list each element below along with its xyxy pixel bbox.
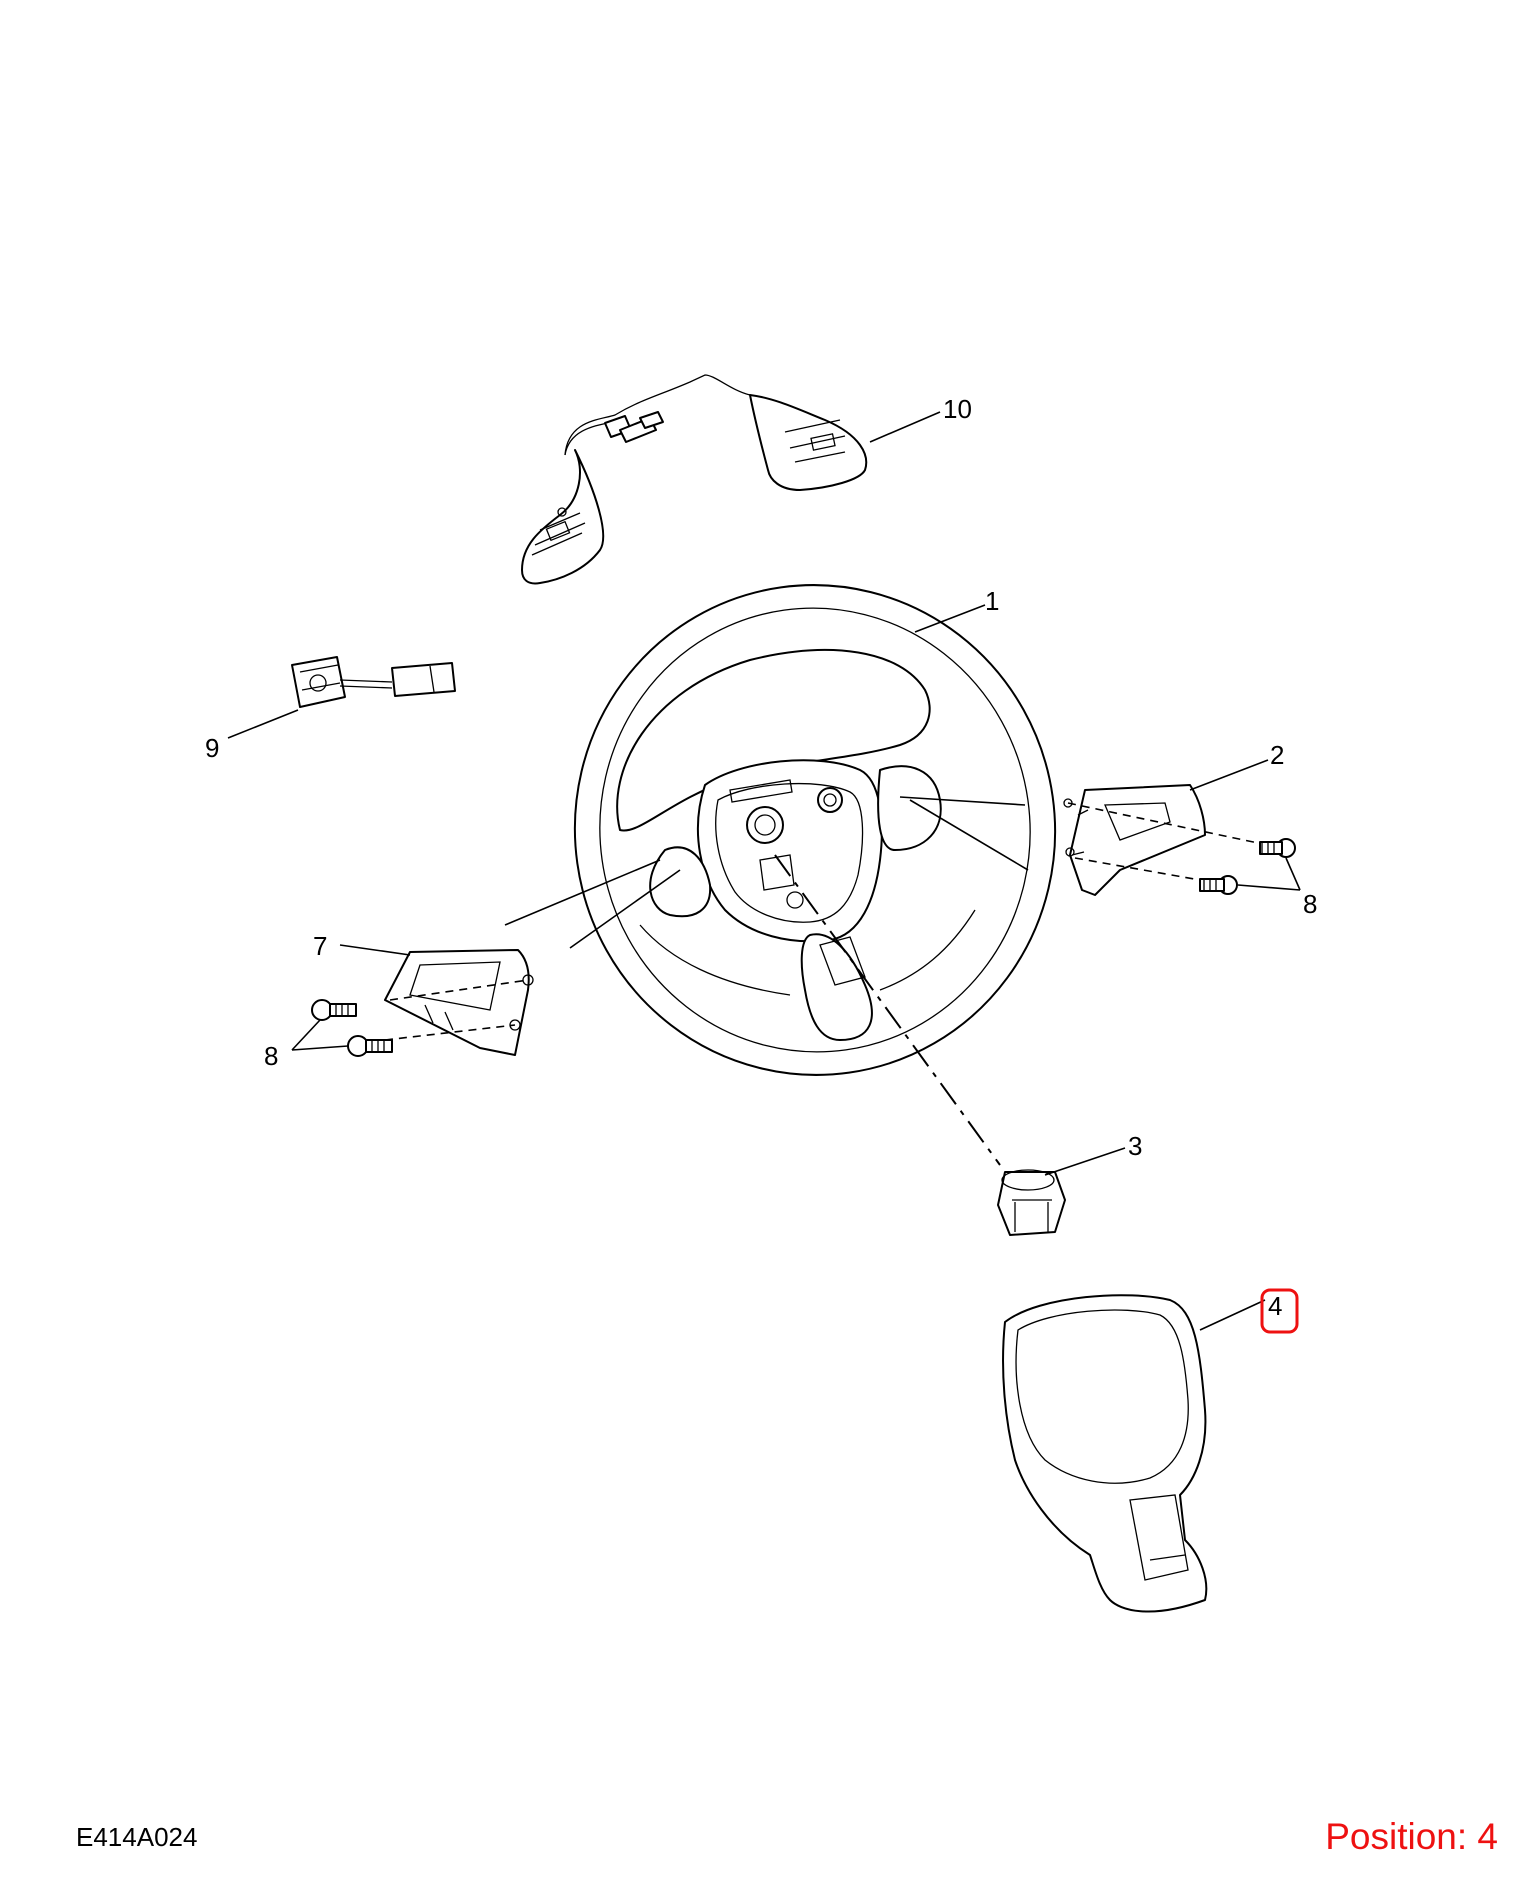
assembly-centerline — [774, 854, 1001, 1166]
callout-4: 4 — [1268, 1291, 1282, 1321]
callout-2: 2 — [1270, 740, 1284, 770]
callout-1: 1 — [985, 586, 999, 616]
position-label: Position: 4 — [1325, 1816, 1498, 1857]
callout-9: 9 — [205, 733, 219, 763]
callout-7: 7 — [313, 931, 327, 961]
part-7-left-switch-bezel[interactable] — [384, 949, 534, 1056]
part-3-steering-wheel-nut[interactable] — [997, 1169, 1066, 1236]
part-9-clock-spring-connector[interactable] — [291, 656, 456, 708]
callout-10: 10 — [943, 394, 972, 424]
selected-callout-highlight — [1260, 1288, 1299, 1334]
part-10-switch-harness[interactable] — [521, 374, 868, 585]
assembly-lines — [504, 796, 1029, 949]
callout-8-right: 8 — [1303, 889, 1317, 919]
part-8-screws-left[interactable] — [311, 999, 393, 1057]
callout-3: 3 — [1128, 1131, 1142, 1161]
callout-8-left: 8 — [264, 1041, 278, 1071]
part-8-screws-right[interactable] — [1199, 838, 1296, 895]
drawing-code: E414A024 — [76, 1822, 198, 1852]
part-1-steering-wheel[interactable] — [543, 554, 1087, 1106]
callout-leaders — [227, 411, 1301, 1331]
part-4-driver-airbag[interactable] — [1002, 1294, 1208, 1613]
